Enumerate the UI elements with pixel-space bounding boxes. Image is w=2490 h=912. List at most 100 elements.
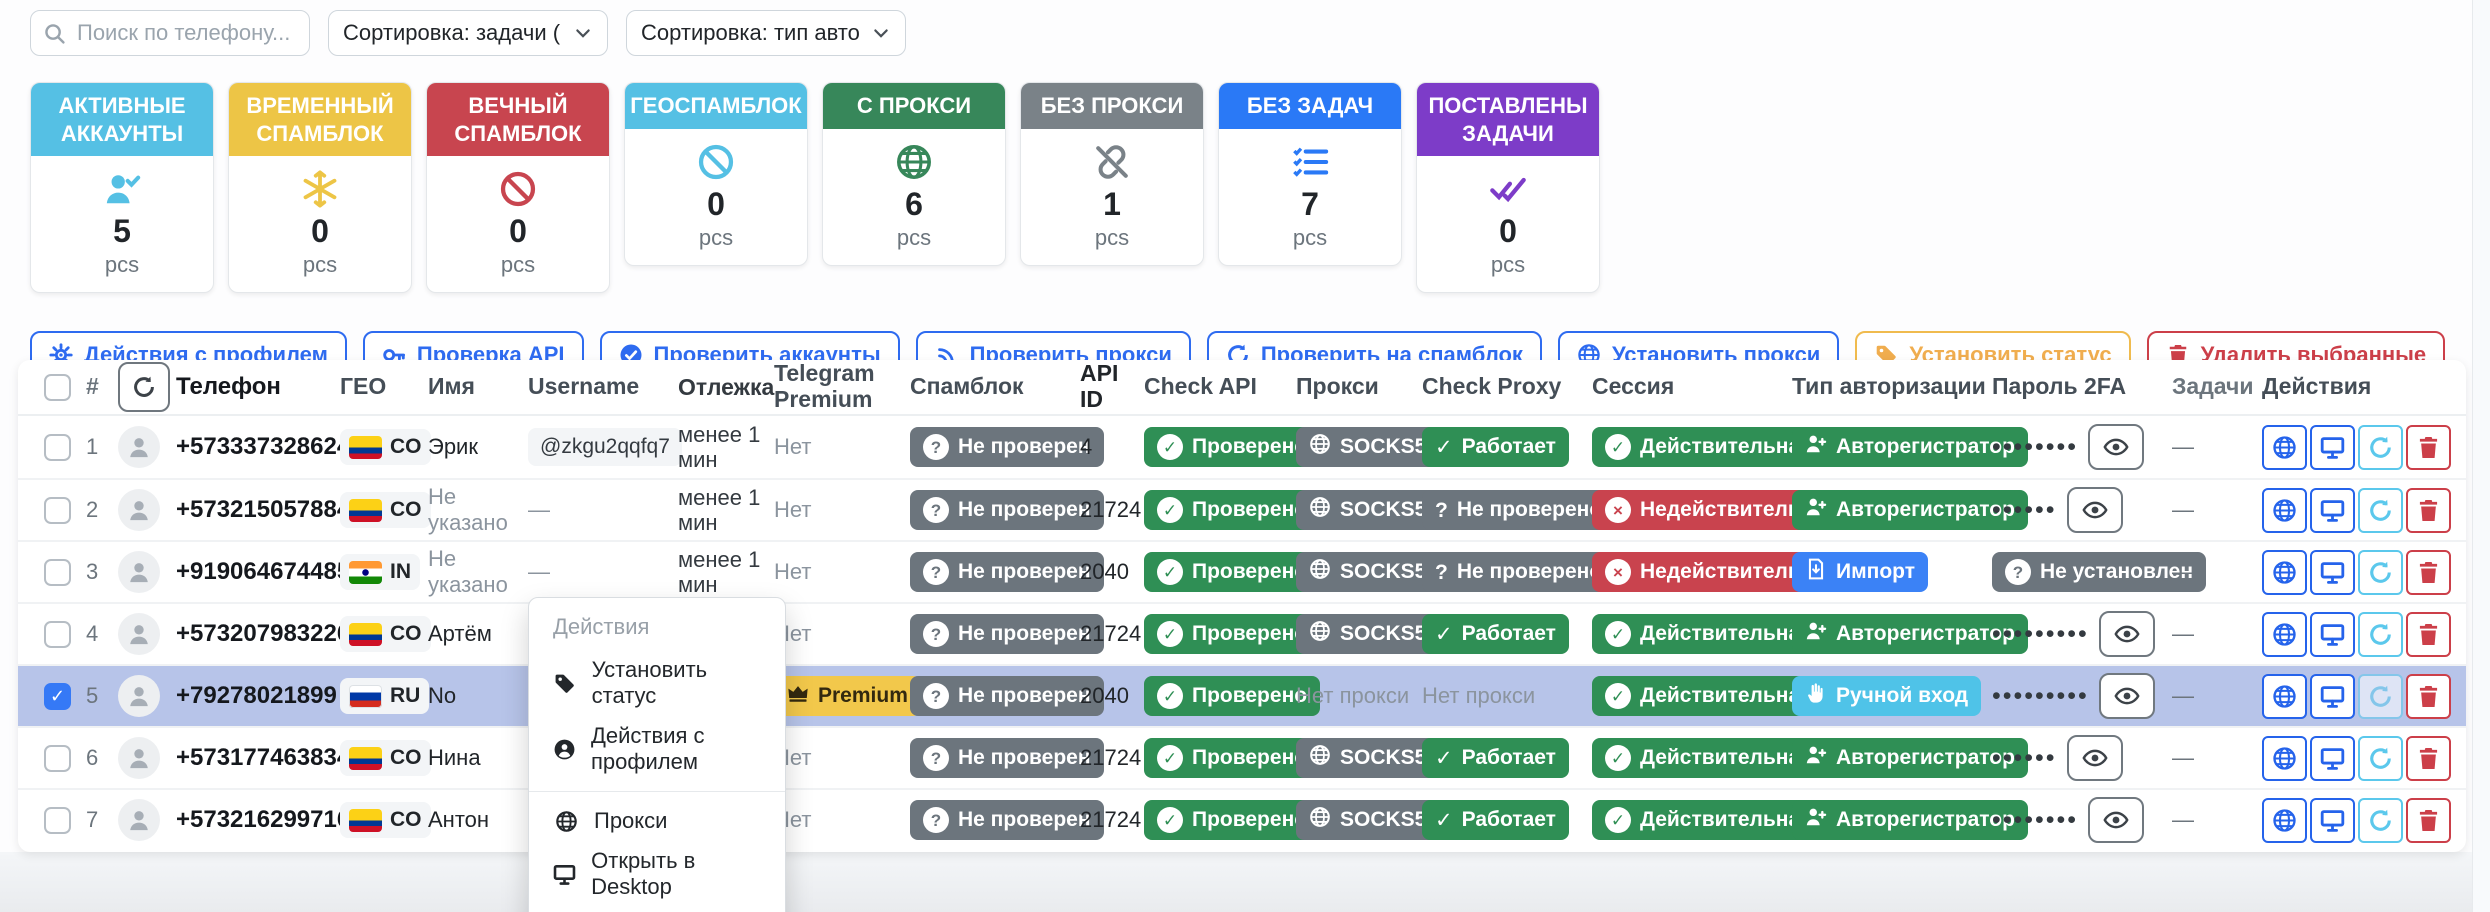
open-desktop-button[interactable] bbox=[2310, 673, 2355, 719]
table-row[interactable]: 3 +919064674485 IN Не указано — менее 1 … bbox=[18, 540, 2466, 602]
menu-item-set-status[interactable]: Установить статус bbox=[529, 650, 785, 716]
menu-item-profile-actions[interactable]: Действия с профилем bbox=[529, 716, 785, 782]
open-desktop-button[interactable] bbox=[2310, 611, 2355, 657]
password-2fa: ••••••••• bbox=[1992, 611, 2172, 657]
table-body: 1 +573337328624 CO Эрик @zkgu2qqfq7 мене… bbox=[18, 416, 2466, 850]
delete-button[interactable] bbox=[2406, 673, 2451, 719]
header-geo: ГЕО bbox=[340, 373, 387, 400]
row-checkbox[interactable] bbox=[44, 433, 71, 461]
row-checkbox[interactable]: ✓ bbox=[44, 682, 71, 710]
proxy-button[interactable] bbox=[2262, 424, 2307, 470]
refresh-table-button[interactable] bbox=[118, 362, 170, 412]
proxy-button[interactable] bbox=[2262, 797, 2307, 843]
row-checkbox[interactable] bbox=[44, 744, 71, 772]
stat-unit: pcs bbox=[1094, 225, 1130, 250]
open-desktop-button[interactable] bbox=[2310, 487, 2355, 533]
header-proxy: Прокси bbox=[1296, 373, 1379, 400]
api-id: 21724 bbox=[1080, 621, 1142, 646]
crown-icon bbox=[787, 682, 809, 710]
stat-unit: pcs bbox=[896, 225, 932, 250]
reconnect-button[interactable] bbox=[2358, 549, 2403, 595]
show-password-button[interactable] bbox=[2098, 673, 2155, 719]
show-password-button[interactable] bbox=[2066, 487, 2123, 533]
spamblock-status: ?Не проверен bbox=[910, 614, 1104, 654]
delete-button[interactable] bbox=[2406, 549, 2451, 595]
telegram-premium-status: Нет bbox=[774, 745, 812, 770]
sort-auth-select[interactable]: Сортировка: тип авторизац bbox=[626, 10, 906, 56]
show-password-button[interactable] bbox=[2088, 797, 2145, 843]
reconnect-button[interactable] bbox=[2358, 735, 2403, 781]
user-plus-icon bbox=[1805, 806, 1827, 834]
stat-unit: pcs bbox=[104, 252, 140, 277]
menu-item-reconnect[interactable]: Переподключить bbox=[529, 907, 785, 912]
password-dots: •••••• bbox=[1992, 743, 2057, 772]
trash-icon bbox=[2416, 435, 2441, 460]
trash-icon bbox=[2416, 498, 2441, 523]
delete-button[interactable] bbox=[2406, 424, 2451, 470]
open-desktop-button[interactable] bbox=[2310, 797, 2355, 843]
menu-item-proxy[interactable]: Прокси bbox=[529, 801, 785, 841]
sort-tasks-select[interactable]: Сортировка: задачи (все) bbox=[328, 10, 608, 56]
reconnect-button[interactable] bbox=[2358, 611, 2403, 657]
stat-value: 0 bbox=[509, 213, 527, 249]
show-password-button[interactable] bbox=[2088, 424, 2145, 470]
row-checkbox[interactable] bbox=[44, 496, 71, 524]
reconnect-button[interactable] bbox=[2358, 673, 2403, 719]
row-checkbox[interactable] bbox=[44, 558, 71, 586]
open-desktop-button[interactable] bbox=[2310, 424, 2355, 470]
table-row[interactable]: 1 +573337328624 CO Эрик @zkgu2qqfq7 мене… bbox=[18, 416, 2466, 478]
session-status: ×Недействительна bbox=[1592, 552, 1839, 592]
status-badge: ✓Проверено bbox=[1144, 800, 1321, 840]
reconnect-button[interactable] bbox=[2358, 487, 2403, 533]
search-input[interactable] bbox=[75, 19, 297, 47]
select-all-checkbox[interactable] bbox=[44, 373, 71, 401]
table-row[interactable]: ✓ 5 +79278021899 RU No @c менее 1 мин Pr… bbox=[18, 664, 2466, 726]
stat-unit: pcs bbox=[1292, 225, 1328, 250]
reconnect-button[interactable] bbox=[2358, 797, 2403, 843]
status-badge: Авторегистратор bbox=[1792, 738, 2028, 778]
table-row[interactable]: 6 +573177463834 CO Нина @c менее 1 мин Н… bbox=[18, 726, 2466, 788]
delete-button[interactable] bbox=[2406, 735, 2451, 781]
row-number: 5 bbox=[86, 683, 99, 708]
show-password-button[interactable] bbox=[2066, 735, 2123, 781]
check-circle-icon: ✓ bbox=[1157, 745, 1183, 771]
sort-tasks-label: Сортировка: задачи (все) bbox=[343, 20, 561, 45]
geo-badge: CO bbox=[340, 492, 431, 528]
proxy-button[interactable] bbox=[2262, 673, 2307, 719]
proxy-button[interactable] bbox=[2262, 549, 2307, 595]
show-password-button[interactable] bbox=[2098, 611, 2155, 657]
table-row[interactable]: 7 +573216299716 CO Антон @z менее 1 мин … bbox=[18, 788, 2466, 850]
avatar bbox=[118, 426, 160, 468]
tasks: — bbox=[2172, 621, 2194, 646]
menu-item-open-desktop[interactable]: Открыть в Desktop bbox=[529, 841, 785, 907]
stat-card-temp-spamblock: ВРЕМЕННЫЙ СПАМБЛОК 0 pcs bbox=[228, 82, 412, 293]
monitor-icon bbox=[2320, 560, 2345, 585]
delete-button[interactable] bbox=[2406, 797, 2451, 843]
proxy-button[interactable] bbox=[2262, 735, 2307, 781]
table-row[interactable]: 4 +573207983226 CO Артём @z менее 1 мин … bbox=[18, 602, 2466, 664]
search-box bbox=[30, 10, 310, 56]
delete-button[interactable] bbox=[2406, 487, 2451, 533]
open-desktop-button[interactable] bbox=[2310, 549, 2355, 595]
stat-value: 0 bbox=[311, 213, 329, 249]
tasks: — bbox=[2172, 434, 2194, 459]
password-dots: •••••• bbox=[1992, 495, 2057, 524]
reconnect-button[interactable] bbox=[2358, 424, 2403, 470]
stat-value: 0 bbox=[707, 186, 725, 222]
scrollbar[interactable] bbox=[2472, 0, 2490, 912]
proxy-button[interactable] bbox=[2262, 487, 2307, 533]
password-dots: •••••••• bbox=[1992, 805, 2079, 834]
account-name: Эрик bbox=[428, 434, 478, 459]
table-row[interactable]: 2 +573215057884 CO Не указано — менее 1 … bbox=[18, 478, 2466, 540]
context-menu-header: Действия bbox=[553, 614, 650, 639]
auth-type-status: Авторегистратор bbox=[1792, 490, 2028, 530]
proxy-button[interactable] bbox=[2262, 611, 2307, 657]
import-icon bbox=[1805, 558, 1827, 586]
api-id: 21724 bbox=[1080, 807, 1142, 832]
row-checkbox[interactable] bbox=[44, 620, 71, 648]
open-desktop-button[interactable] bbox=[2310, 735, 2355, 781]
row-checkbox[interactable] bbox=[44, 806, 71, 834]
status-badge: Авторегистратор bbox=[1792, 800, 2028, 840]
spamblock-status: ?Не проверен bbox=[910, 552, 1104, 592]
delete-button[interactable] bbox=[2406, 611, 2451, 657]
